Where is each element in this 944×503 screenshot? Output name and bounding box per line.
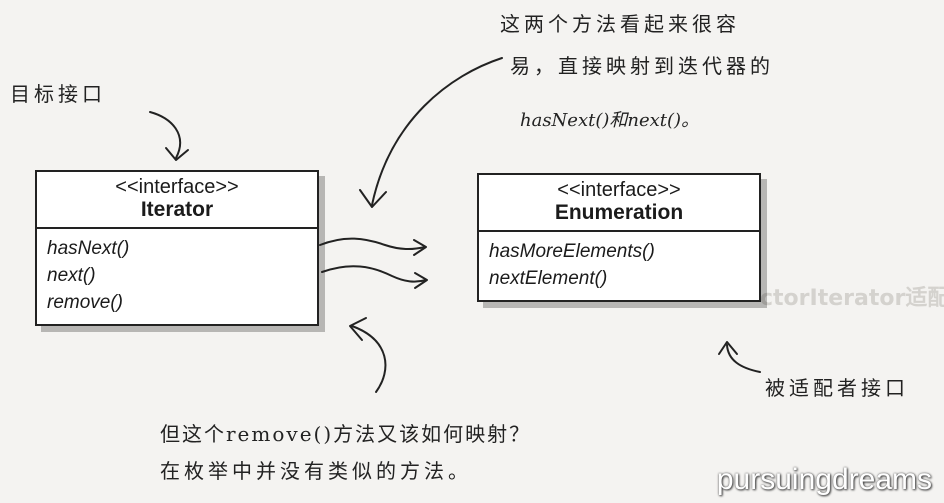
target-label-arrow-head (165, 147, 189, 161)
enumeration-name: Enumeration (554, 201, 684, 224)
iterator-interface-box: <<interface>> Iterator hasNext() next() … (35, 170, 319, 326)
enumeration-method-hasmoreelements: hasMoreElements() (489, 241, 655, 262)
top-note-line2: 易，直接映射到迭代器的 (510, 54, 774, 78)
iterator-methods: hasNext() next() remove() (37, 229, 317, 324)
enumeration-interface-box: <<interface>> Enumeration hasMoreElement… (477, 173, 761, 302)
top-note-line1: 这两个方法看起来很容 (500, 12, 740, 36)
adaptee-label-arrow-head (718, 341, 738, 355)
iterator-stereotype: <<interface>> (115, 176, 239, 198)
enumeration-stereotype: <<interface>> (557, 179, 681, 201)
enumeration-methods: hasMoreElements() nextElement() (479, 232, 759, 300)
top-note-arrow-head (359, 189, 387, 208)
adaptee-interface-label: 被适配者接口 (765, 376, 909, 400)
iterator-method-next: next() (47, 265, 96, 286)
enumeration-method-nextelement: nextElement() (489, 268, 608, 289)
iterator-name: Iterator (140, 198, 214, 221)
enumeration-header: <<interface>> Enumeration (479, 175, 759, 232)
mapping-arrow-hasnext-head (413, 239, 427, 256)
bottom-note-arrow-head (349, 317, 367, 341)
bottom-note-line2: 在枚举中并没有类似的方法。 (160, 459, 472, 483)
iterator-method-remove: remove() (47, 292, 124, 313)
iterator-method-hasnext: hasNext() (47, 238, 130, 259)
mapping-arrow-next (321, 265, 427, 283)
top-note-arrow (371, 57, 503, 206)
adaptee-label-arrow (726, 344, 761, 373)
mapping-arrow-next-head (414, 272, 428, 289)
watermark: pursuingdreams (716, 463, 932, 496)
bottom-note-line1: 但这个remove()方法又该如何映射？ (160, 422, 532, 446)
target-interface-label: 目标接口 (10, 82, 106, 106)
top-note-line3: hasNext()和next()。 (520, 110, 700, 131)
bottom-note-arrow (351, 325, 387, 393)
target-label-arrow (149, 111, 182, 159)
iterator-header: <<interface>> Iterator (37, 172, 317, 229)
mapping-arrow-hasnext (319, 237, 426, 251)
background-heading: ctorIterator适配器 (760, 286, 944, 311)
